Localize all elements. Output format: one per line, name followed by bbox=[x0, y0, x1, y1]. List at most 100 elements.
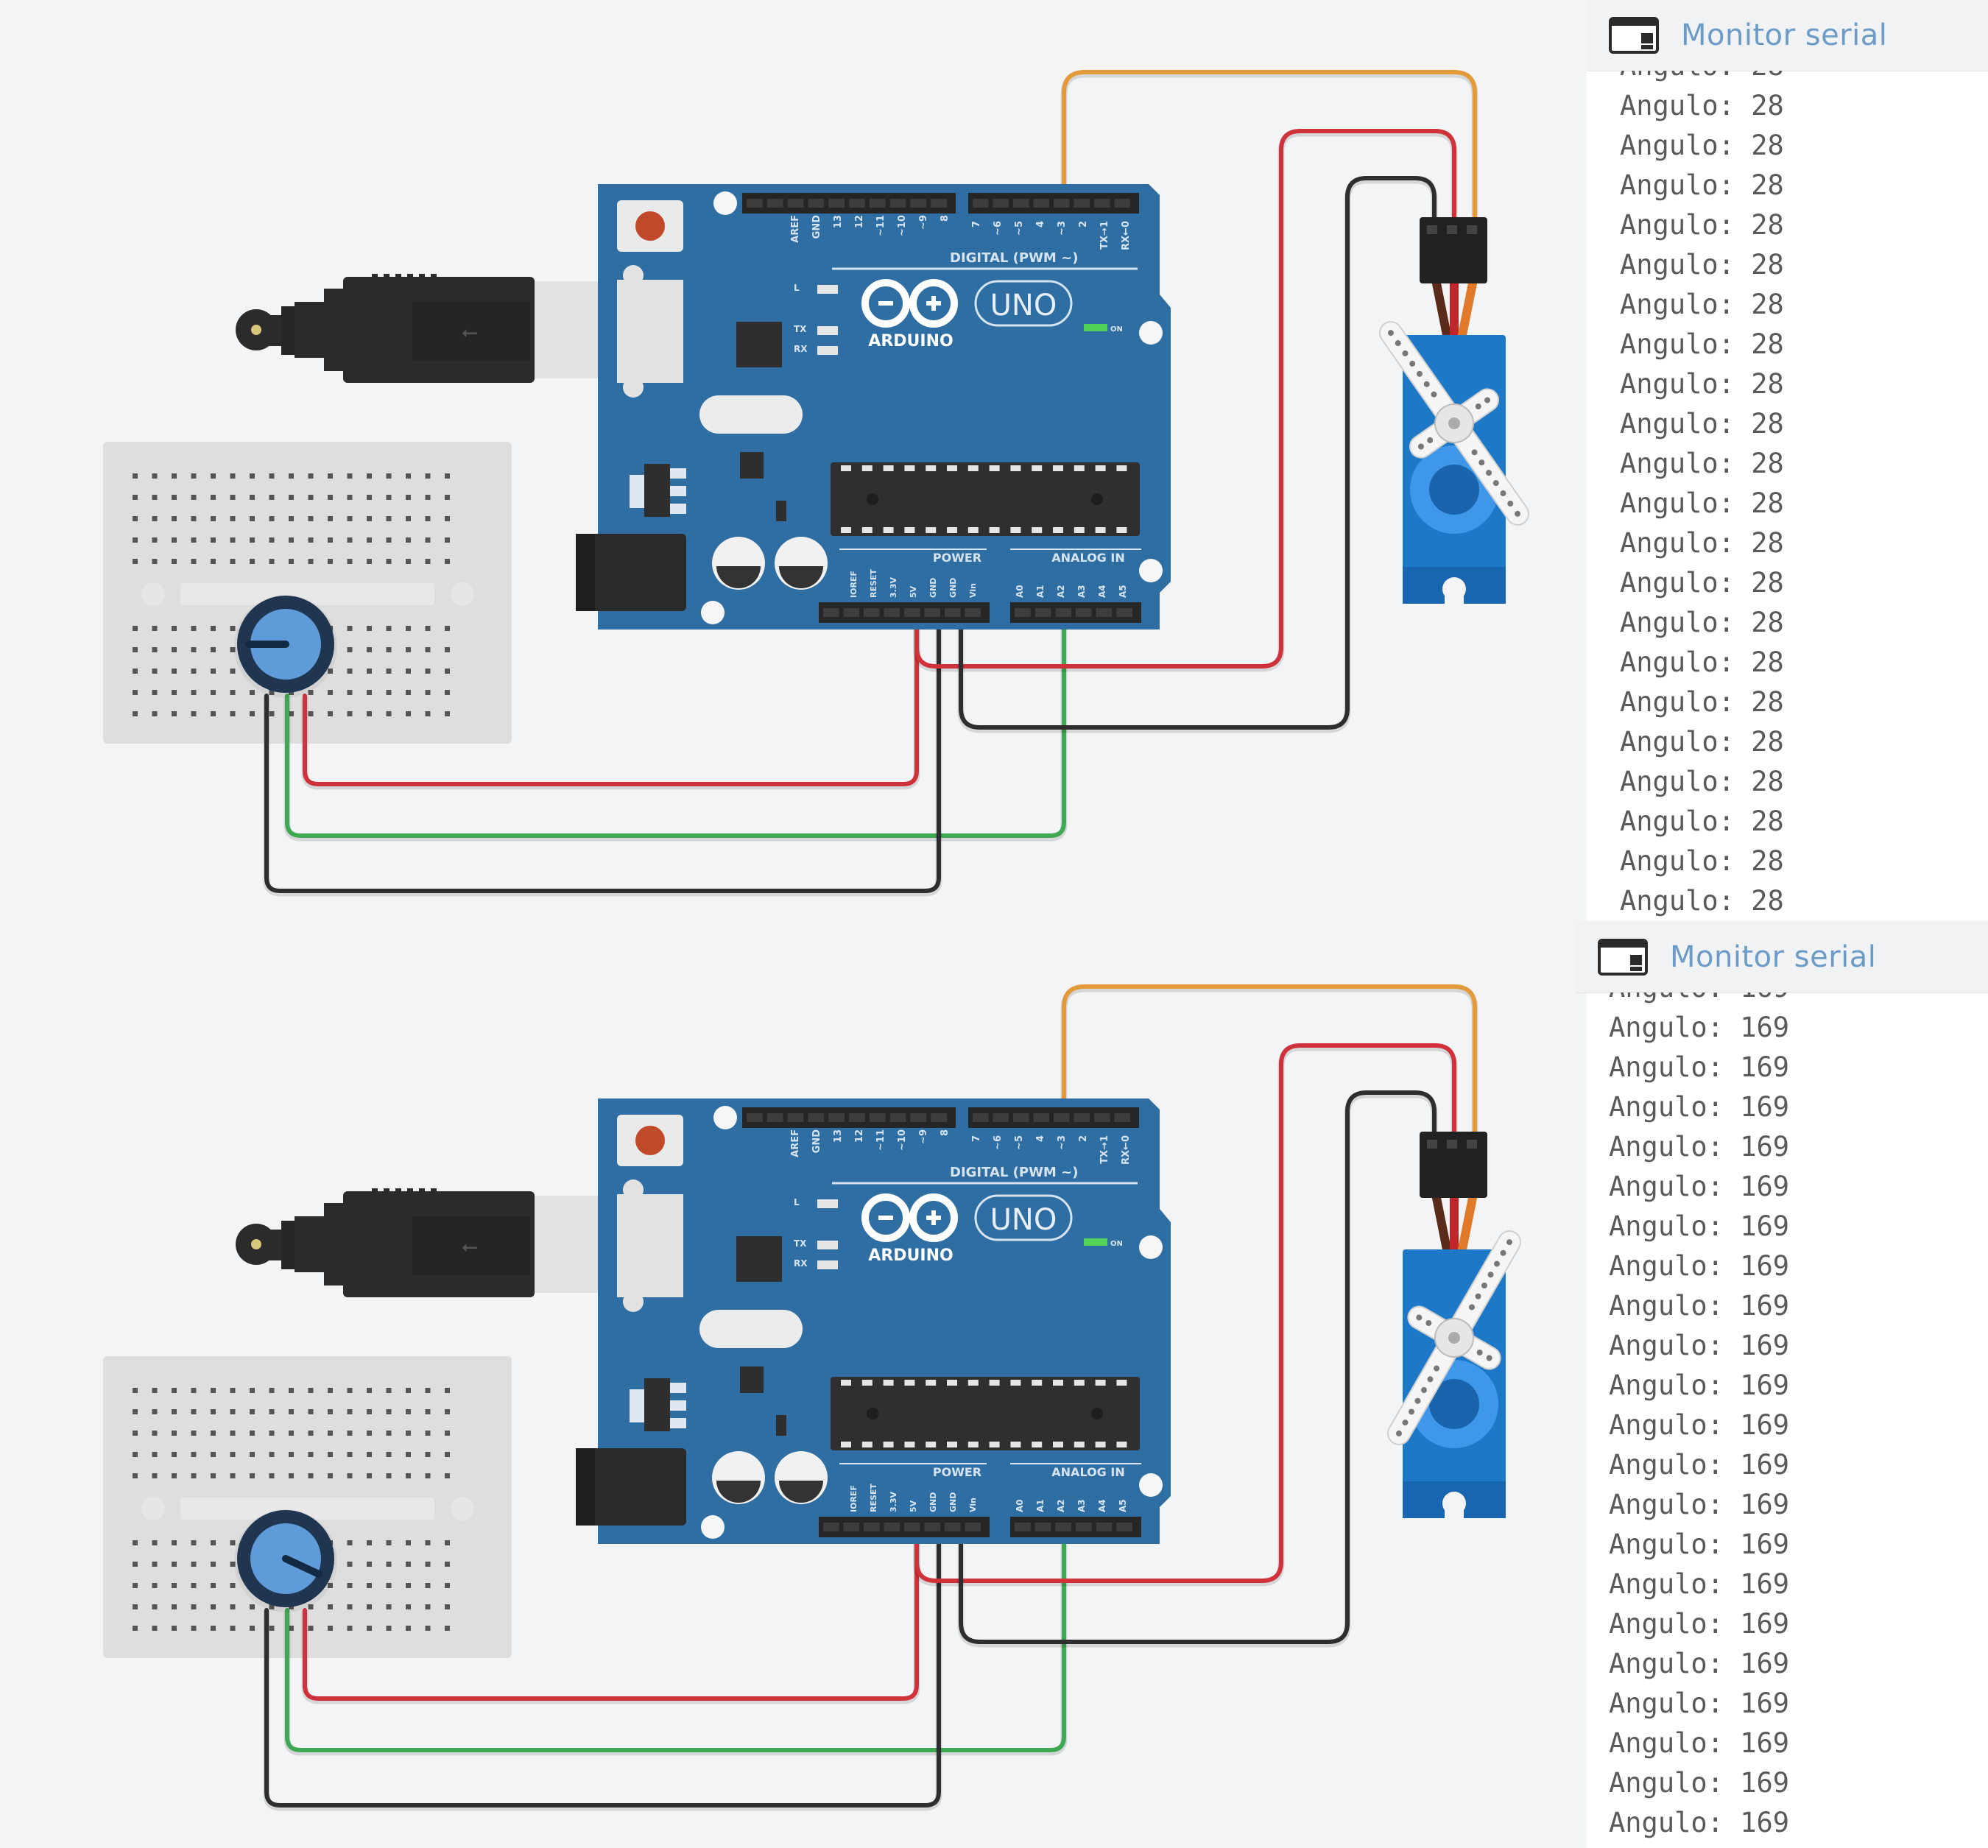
pin-label: A3 bbox=[1076, 1499, 1087, 1512]
pin-label: ~9 bbox=[918, 215, 929, 230]
breadboard-hole bbox=[347, 647, 353, 652]
breadboard-hole bbox=[425, 1388, 431, 1393]
potentiometer[interactable] bbox=[234, 595, 337, 698]
potentiometer[interactable] bbox=[234, 1509, 337, 1612]
atmega-chip bbox=[831, 1377, 1140, 1450]
breadboard-hole bbox=[406, 711, 411, 716]
reset-button-cap bbox=[635, 1126, 665, 1155]
serial-monitor-header[interactable]: Monitor serial bbox=[1576, 922, 1988, 993]
led bbox=[817, 1241, 838, 1249]
serial-line: Angulo: 169 bbox=[1609, 1409, 1790, 1441]
breadboard-hole bbox=[230, 626, 236, 631]
wire-pot-5v[interactable] bbox=[303, 1527, 919, 1701]
breadboard-hole bbox=[386, 1473, 392, 1478]
breadboard-hole bbox=[347, 690, 353, 695]
breadboard-hole bbox=[211, 626, 216, 631]
breadboard-hole bbox=[133, 537, 138, 543]
breadboard-hole bbox=[191, 1540, 197, 1545]
wire-servo-signal[interactable] bbox=[1062, 984, 1477, 1141]
breadboard-hole bbox=[445, 690, 450, 695]
servo-horn[interactable] bbox=[1342, 295, 1566, 553]
breadboard-hole bbox=[191, 1431, 197, 1436]
breadboard-hole bbox=[445, 1431, 450, 1436]
wire-servo-signal[interactable] bbox=[1062, 70, 1477, 227]
breadboard-hole bbox=[406, 1388, 411, 1393]
breadboard-hole bbox=[152, 647, 158, 652]
serial-line: Angulo: 28 bbox=[1620, 607, 1784, 638]
wire-pot-5v[interactable] bbox=[303, 613, 919, 786]
breadboard-hole bbox=[191, 690, 197, 695]
breadboard-hole bbox=[425, 473, 431, 479]
pin-label: 7 bbox=[971, 221, 982, 228]
wire-servo-5v[interactable] bbox=[914, 1043, 1456, 1583]
wire-servo-gnd[interactable] bbox=[959, 176, 1437, 730]
serial-line: Angulo: 28 bbox=[1620, 646, 1784, 678]
serial-line: Angulo: 28 bbox=[1620, 130, 1784, 161]
serial-line: Angulo: 169 bbox=[1609, 1449, 1790, 1481]
wire-pot-gnd[interactable] bbox=[264, 1527, 941, 1808]
breadboard-hole bbox=[230, 1431, 236, 1436]
wire-servo-gnd[interactable] bbox=[959, 1090, 1437, 1644]
breadboard-hole bbox=[230, 1626, 236, 1631]
breadboard-hole bbox=[289, 1452, 294, 1457]
pin-label: 13 bbox=[833, 1129, 844, 1143]
breadboard-hole bbox=[425, 1431, 431, 1436]
breadboard-hole bbox=[347, 495, 353, 500]
breadboard-hole bbox=[152, 1409, 158, 1414]
crystal bbox=[699, 395, 803, 434]
serial-line: Angulo: 169 bbox=[1609, 1767, 1790, 1799]
breadboard-hole bbox=[191, 1388, 197, 1393]
breadboard-hole bbox=[230, 1473, 236, 1478]
breadboard-hole bbox=[211, 711, 216, 716]
breadboard[interactable] bbox=[103, 1356, 512, 1658]
breadboard-hole bbox=[445, 1604, 450, 1609]
power-led bbox=[1084, 1238, 1107, 1246]
breadboard-hole bbox=[133, 1540, 138, 1545]
breadboard-hole bbox=[211, 1540, 216, 1545]
wire-servo-5v[interactable] bbox=[914, 129, 1456, 669]
wire-pot-gnd[interactable] bbox=[264, 613, 941, 893]
led-label: RX bbox=[794, 1258, 808, 1269]
breadboard-hole bbox=[269, 1626, 275, 1631]
breadboard-hole bbox=[269, 473, 275, 479]
servo-motor[interactable] bbox=[1342, 217, 1566, 605]
breadboard-hole bbox=[328, 473, 333, 479]
servo-horn[interactable] bbox=[1349, 1207, 1559, 1469]
servo-motor[interactable] bbox=[1349, 1132, 1559, 1520]
serial-monitor-header[interactable]: Monitor serial bbox=[1587, 0, 1988, 71]
serial-monitor-top[interactable]: Monitor serial Angulo: 28 Angulo: 28 Angul… bbox=[1587, 0, 1988, 920]
breadboard-hole bbox=[445, 495, 450, 500]
breadboard-hole bbox=[152, 1540, 158, 1545]
breadboard-hole bbox=[347, 1409, 353, 1414]
breadboard-hole bbox=[347, 559, 353, 564]
breadboard-hole bbox=[211, 1473, 216, 1478]
breadboard-mount-hole bbox=[141, 582, 165, 606]
pin-label: ~10 bbox=[897, 215, 908, 236]
breadboard-hole bbox=[191, 559, 197, 564]
servo-lead-brown bbox=[1430, 1185, 1453, 1262]
breadboard-hole bbox=[191, 1626, 197, 1631]
breadboard-hole bbox=[386, 1540, 392, 1545]
analog-label: ANALOG IN bbox=[1051, 1465, 1124, 1479]
breadboard-hole bbox=[133, 1473, 138, 1478]
wire-pot-a0[interactable] bbox=[285, 1527, 1066, 1752]
breadboard-hole bbox=[347, 537, 353, 543]
led-label: TX bbox=[794, 324, 807, 334]
pin-label: A3 bbox=[1076, 585, 1087, 598]
board-model-label: UNO bbox=[990, 1203, 1057, 1237]
breadboard-hole bbox=[347, 1388, 353, 1393]
breadboard-hole bbox=[250, 1431, 255, 1436]
voltage-regulator bbox=[644, 464, 670, 517]
breadboard-hole bbox=[308, 1388, 314, 1393]
breadboard-hole bbox=[191, 669, 197, 674]
wire-pot-a0[interactable] bbox=[285, 613, 1066, 838]
uno-badge bbox=[974, 280, 1073, 327]
breadboard-hole bbox=[152, 626, 158, 631]
